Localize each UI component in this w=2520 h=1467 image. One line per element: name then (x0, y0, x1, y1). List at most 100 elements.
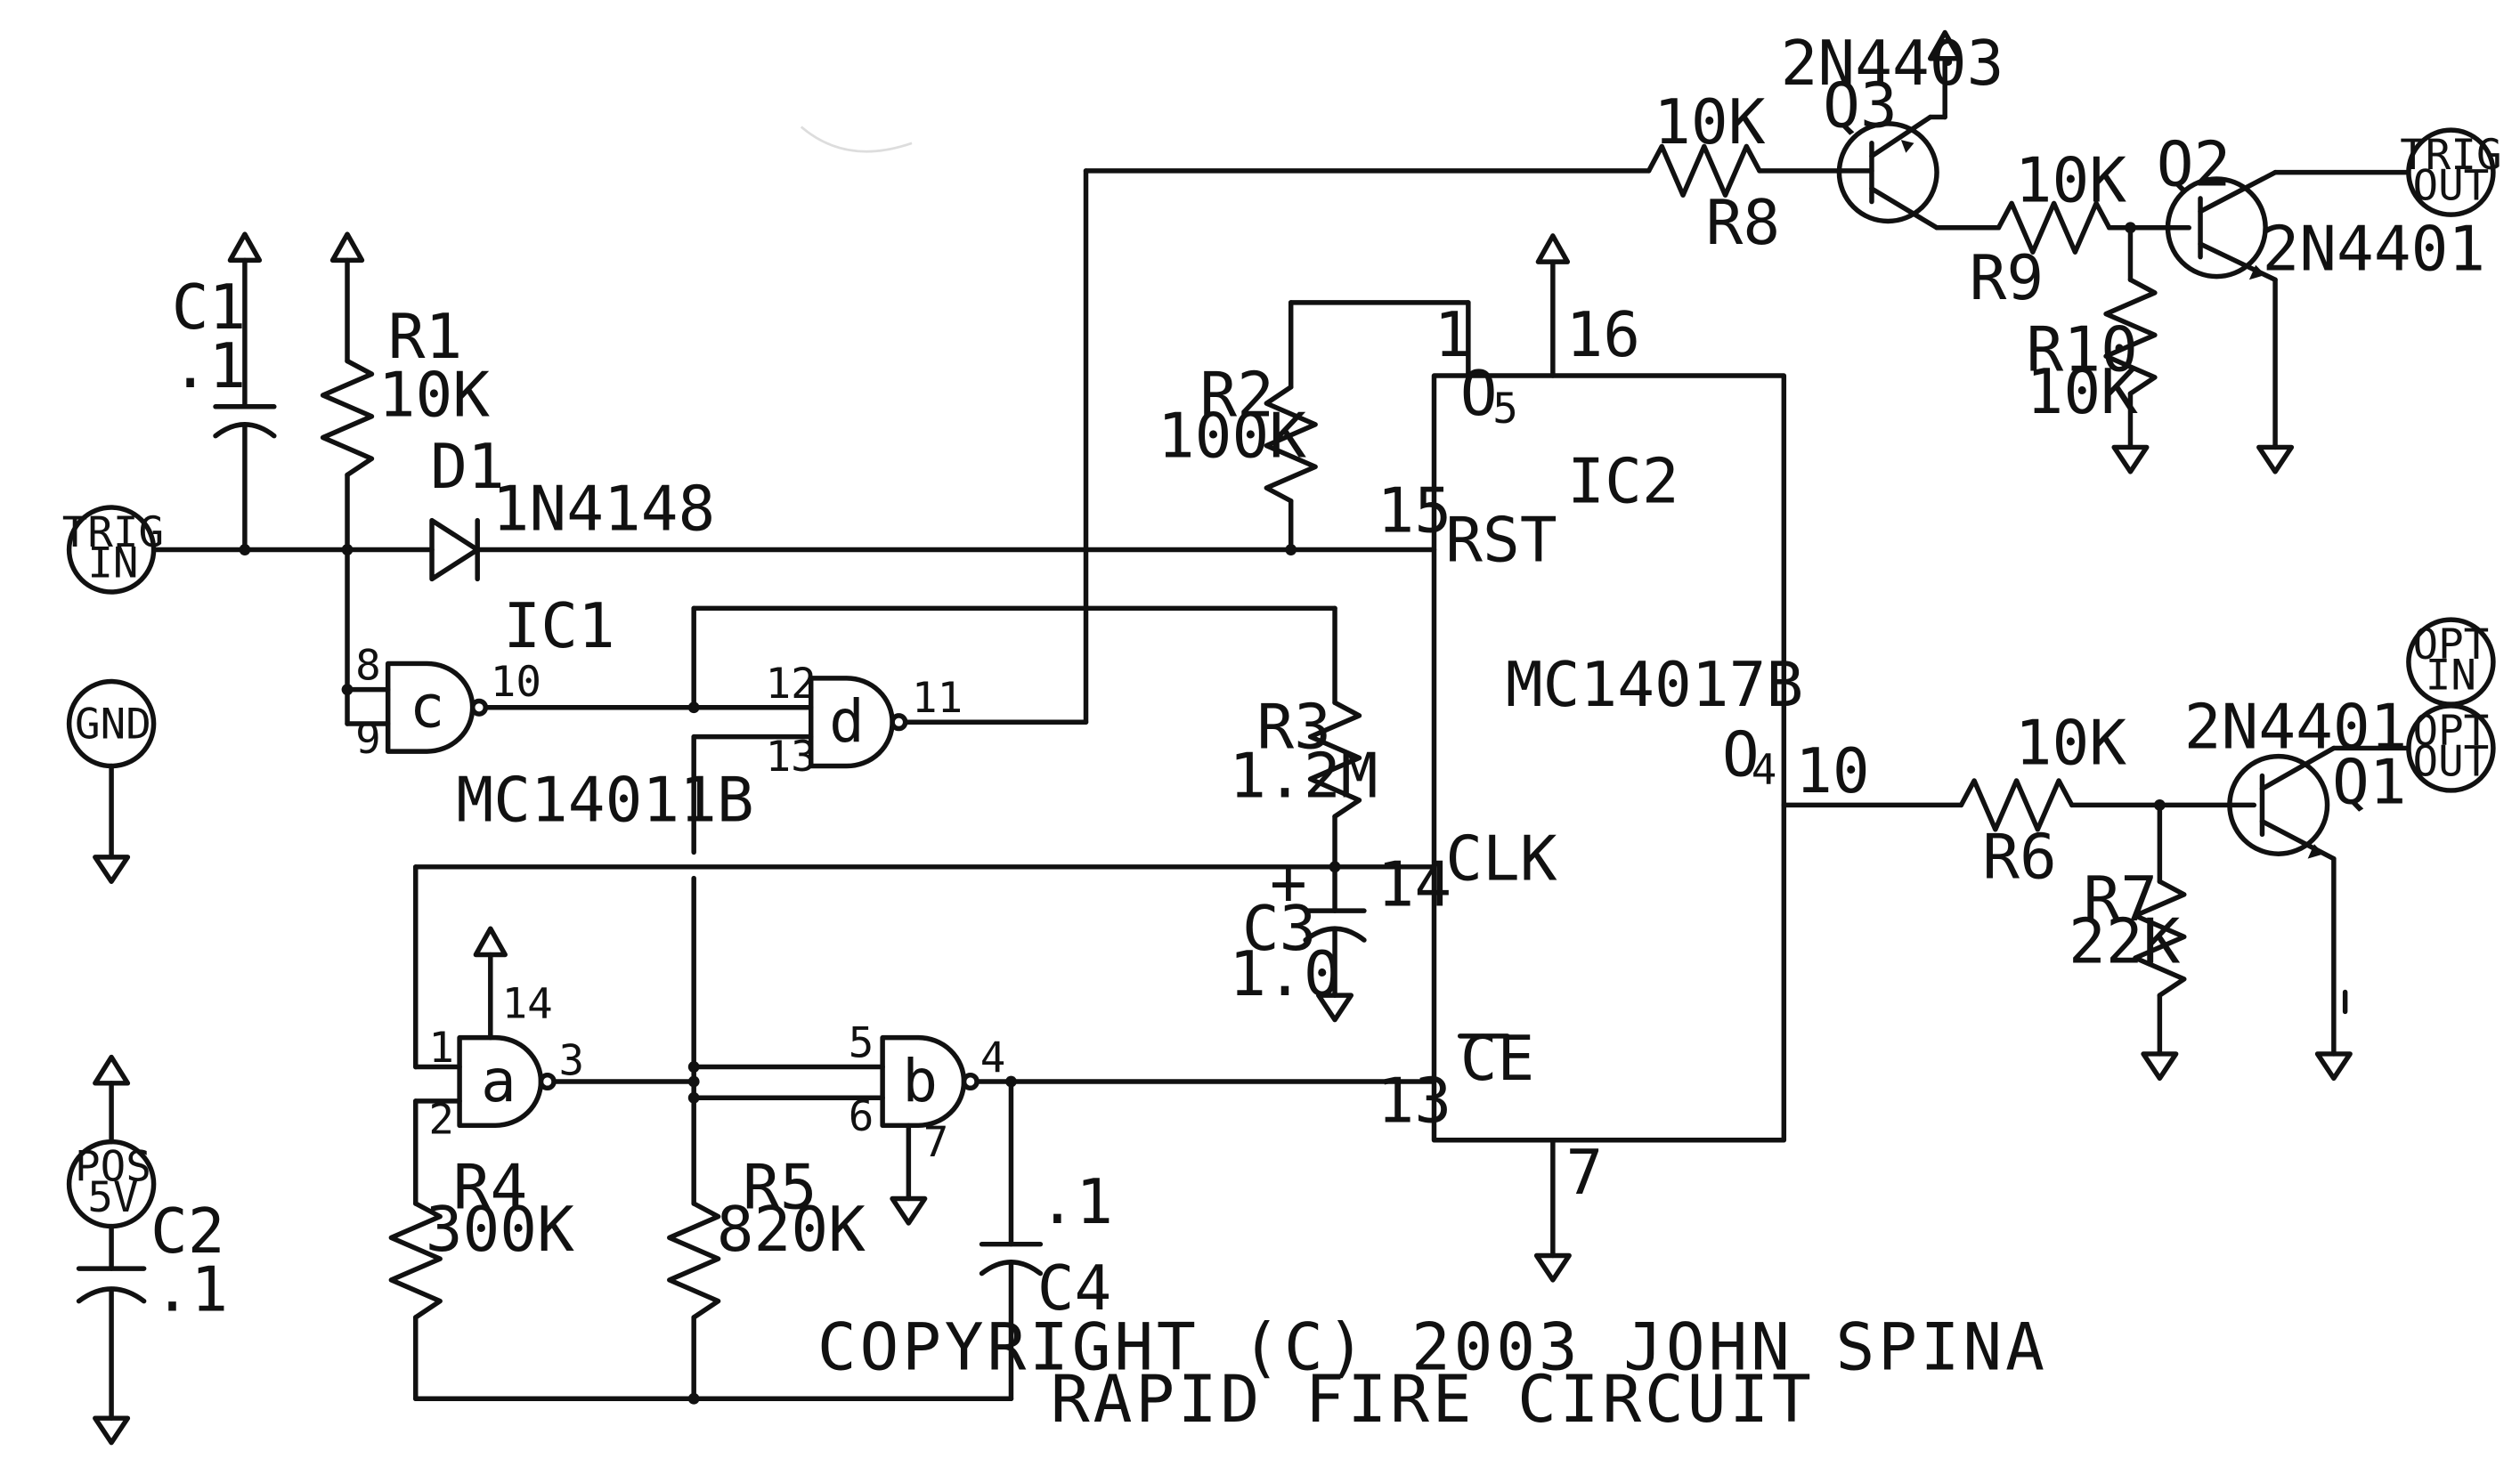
r6-value: 10K (2015, 709, 2127, 780)
r9-name: R9 (1970, 243, 2044, 314)
r5-value: 820K (717, 1195, 866, 1266)
c1-name: C1 (172, 272, 247, 344)
nand-gate-d: d 12 13 11 (766, 660, 963, 782)
trig-in-label-1: TRIG (62, 508, 164, 557)
emitter-arrow-icon (2248, 264, 2266, 280)
vcc-arrow-icon (93, 1054, 131, 1086)
d1-value: 1N4148 (492, 474, 716, 546)
r9-value: 10K (2015, 146, 2127, 217)
c4-value: .1 (1039, 1167, 1114, 1238)
ic2-pinnum-15: 15 (1378, 475, 1452, 547)
pin-label: 6 (849, 1092, 874, 1141)
copyright-text: COPYRIGHT (C) 2003 JOHN SPINA (817, 1309, 2048, 1385)
gnd-label: GND (75, 700, 151, 749)
c1-capacitor: C1 .1 (172, 231, 277, 553)
c4-name: C4 (1037, 1253, 1112, 1325)
pin-label: 14 (502, 980, 553, 1029)
trig-out-label-2: OUT (2413, 162, 2490, 211)
r5-name: R5 (743, 1152, 817, 1223)
junction-dot (687, 1075, 700, 1088)
pos5v-label-2: 5V (87, 1173, 138, 1222)
ic2-pinnum-16: 16 (1565, 300, 1640, 371)
pos5v-label-1: POS (75, 1142, 151, 1191)
q2-name: Q2 (2157, 129, 2231, 200)
emitter-arrow-icon (1900, 140, 1914, 153)
gnd-connector: GND (66, 678, 157, 885)
r8-value: 10K (1654, 87, 1766, 158)
ic2-pin-o4: O (1722, 720, 1760, 791)
c3-value: 1.0 (1229, 939, 1340, 1010)
pos5v-connector: POS 5V C2 .1 (66, 1054, 228, 1446)
q3-name: Q3 (1823, 71, 1898, 142)
pin-label: 12 (766, 660, 817, 709)
r7-name: R7 (2083, 864, 2158, 936)
ic2-pinnum-1: 1 (1434, 300, 1471, 371)
r5-resistor: R5 820K (667, 1152, 866, 1320)
gate-c-letter: c (410, 673, 445, 742)
c3-capacitor: + C3 1.0 (1229, 848, 1367, 1023)
q2-transistor: Q2 2N4401 (2157, 129, 2485, 285)
ic1-part: MC14011B (456, 766, 753, 837)
pin-label: 8 (355, 642, 381, 691)
trig-out-label-1: TRIG (2400, 131, 2501, 180)
q3-transistor: 2N4403 Q3 (1781, 28, 2004, 231)
ic2-pinnum-14: 14 (1378, 850, 1452, 921)
r3-name: R3 (1256, 692, 1331, 763)
c3-name: C3 (1242, 894, 1317, 965)
r8-name: R8 (1706, 188, 1781, 259)
q1-name: Q1 (2332, 748, 2407, 819)
r6-name: R6 (1982, 823, 2057, 894)
ground-icon (93, 855, 131, 885)
ic2-pin-o5: O (1460, 359, 1498, 430)
pin-label: 10 (491, 658, 541, 707)
q1-transistor: 2N4401 Q1 (2184, 692, 2408, 862)
ground-icon (890, 1195, 928, 1226)
r4-resistor: R4 300K (388, 1152, 574, 1320)
pin-label: 1 (428, 1024, 454, 1073)
d1-name: D1 (430, 432, 505, 503)
ic2-pinnum-13: 13 (1378, 1066, 1452, 1138)
vcc-arrow-icon (227, 231, 263, 263)
ground-icon (2314, 1051, 2353, 1082)
r6-resistor: 10K R6 (1958, 709, 2127, 894)
ic2-pinnum-7: 7 (1565, 1138, 1603, 1209)
c3-polarity: + (1270, 848, 1307, 920)
opt-out-label-2: OUT (2413, 738, 2490, 787)
ic2-chip: IC2 MC14017B O 5 RST CLK CE O 4 1 16 15 … (1378, 300, 1870, 1209)
ic2-name: IC2 (1567, 447, 1679, 518)
gate-b-letter: b (902, 1047, 938, 1115)
opt-in-connector: OPT IN (2406, 617, 2496, 707)
ic2-pin-clk: CLK (1445, 823, 1557, 895)
ic2-pin-rst: RST (1445, 505, 1557, 576)
pin-label: 7 (923, 1118, 949, 1167)
ic2-part: MC14017B (1506, 650, 1803, 721)
ground-icon (93, 1415, 131, 1446)
c1-value: .1 (172, 331, 247, 402)
c4-capacitor: .1 C4 (979, 1079, 1114, 1402)
r1-resistor: R1 10K (320, 231, 491, 553)
r2-name: R2 (1199, 361, 1274, 432)
ground-icon (2111, 444, 2150, 474)
gate-a-letter: a (481, 1047, 516, 1115)
r1-value: 10K (378, 361, 491, 432)
ground-icon (1533, 1252, 1572, 1283)
nand-gate-a: a 1 2 3 14 (428, 980, 584, 1145)
r10-resistor: R10 10K (2027, 277, 2158, 428)
opt-in-label-1: OPT (2413, 620, 2490, 669)
ic1-name: IC1 (503, 591, 614, 662)
ic2-pinnum-10: 10 (1795, 736, 1870, 807)
nand-gate-b: b 5 6 4 7 (849, 1019, 1006, 1167)
pin-label: 9 (355, 715, 381, 764)
trig-out-connector: TRIG OUT (2400, 127, 2502, 217)
pin-label: 13 (766, 733, 817, 782)
pin-label: 4 (980, 1033, 1006, 1082)
r7-resistor: R7 22K (2069, 864, 2187, 998)
r7-value: 22K (2069, 907, 2181, 978)
r3-value: 1.2M (1229, 741, 1378, 812)
opt-out-label-1: OPT (2413, 707, 2490, 756)
d1-diode: D1 1N4148 (429, 432, 716, 582)
q1-value: 2N4401 (2184, 692, 2408, 763)
ground-icon (1316, 993, 1354, 1023)
scan-artifact (800, 126, 913, 153)
